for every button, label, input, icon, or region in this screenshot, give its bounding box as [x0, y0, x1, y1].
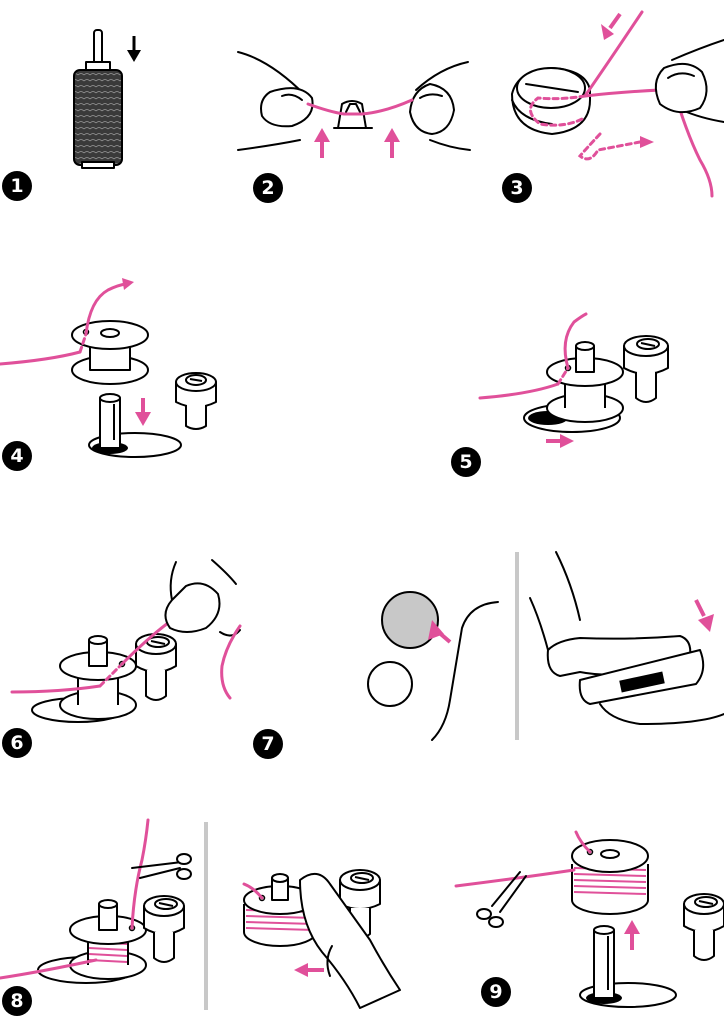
- step-5-illustration: [480, 314, 668, 448]
- step-badge-4: 4: [2, 441, 32, 471]
- step-number: 3: [510, 177, 523, 199]
- step-number: 1: [10, 175, 23, 197]
- step-badge-6: 6: [2, 728, 32, 758]
- arrow-icon: [122, 278, 134, 290]
- step-7-illustration: [368, 552, 724, 740]
- bobbin-stopper-icon: [684, 894, 724, 960]
- hand-right-icon: [410, 62, 470, 150]
- step-badge-2: 2: [253, 173, 283, 203]
- step-badge-7: 7: [253, 729, 283, 759]
- step-number: 9: [489, 981, 502, 1003]
- step-badge-5: 5: [451, 447, 481, 477]
- step-number: 5: [459, 451, 472, 473]
- step-number: 6: [10, 732, 23, 754]
- step-number: 2: [261, 177, 274, 199]
- machine-edge-line: [432, 602, 498, 740]
- bobbin-winder-spindle-icon: [580, 926, 676, 1007]
- arrow-down-icon: [696, 600, 714, 632]
- step-badge-8: 8: [2, 986, 32, 1016]
- arrow-down-icon: [127, 36, 141, 62]
- step-badge-3: 3: [502, 173, 532, 203]
- step-8-illustration: [0, 820, 400, 1010]
- thread-line: [480, 384, 558, 398]
- arrow-right-icon: [546, 434, 574, 448]
- step-1-illustration: [74, 30, 141, 168]
- thread-tail: [680, 110, 712, 196]
- step-6-illustration: [12, 560, 240, 722]
- hand-icon: [165, 560, 240, 636]
- thread-line: [0, 352, 80, 364]
- arrow-up-icon: [314, 128, 330, 158]
- thread-spool-icon: [74, 30, 122, 168]
- step-number: 7: [261, 733, 274, 755]
- hand-icon: [656, 40, 724, 122]
- step-3-illustration: [512, 12, 724, 196]
- bobbin-winder-spindle-icon: [89, 394, 181, 457]
- bobbin-stopper-icon: [624, 336, 668, 402]
- step-badge-1: 1: [2, 171, 32, 201]
- thread-line: [585, 12, 660, 96]
- bobbin-icon: [72, 321, 148, 384]
- bobbin-stopper-icon: [176, 373, 216, 429]
- step-2-illustration: [238, 52, 470, 158]
- bobbin-stopper-icon: [144, 896, 184, 962]
- button-outline-icon: [368, 662, 412, 706]
- arrow-up-icon: [624, 920, 640, 950]
- scissors-icon: [132, 854, 191, 879]
- step-4-illustration: [0, 278, 216, 457]
- step-badge-9: 9: [481, 977, 511, 1007]
- hand-left-icon: [238, 52, 313, 150]
- arrow-up-icon: [384, 128, 400, 158]
- step-number: 4: [10, 445, 23, 467]
- arrow-down-icon: [135, 398, 151, 426]
- arrow-left-icon: [294, 963, 324, 977]
- arrow-right-icon: [640, 136, 654, 148]
- loop-path-dashed: [580, 134, 640, 159]
- arrow-down-left-icon: [601, 14, 620, 40]
- start-stop-button-icon: [382, 592, 438, 648]
- bobbin-icon: [60, 636, 136, 719]
- thread-tail: [222, 626, 240, 698]
- step-number: 8: [10, 990, 23, 1012]
- foot-pedal-icon: [530, 552, 724, 724]
- bobbin-icon: [572, 840, 648, 914]
